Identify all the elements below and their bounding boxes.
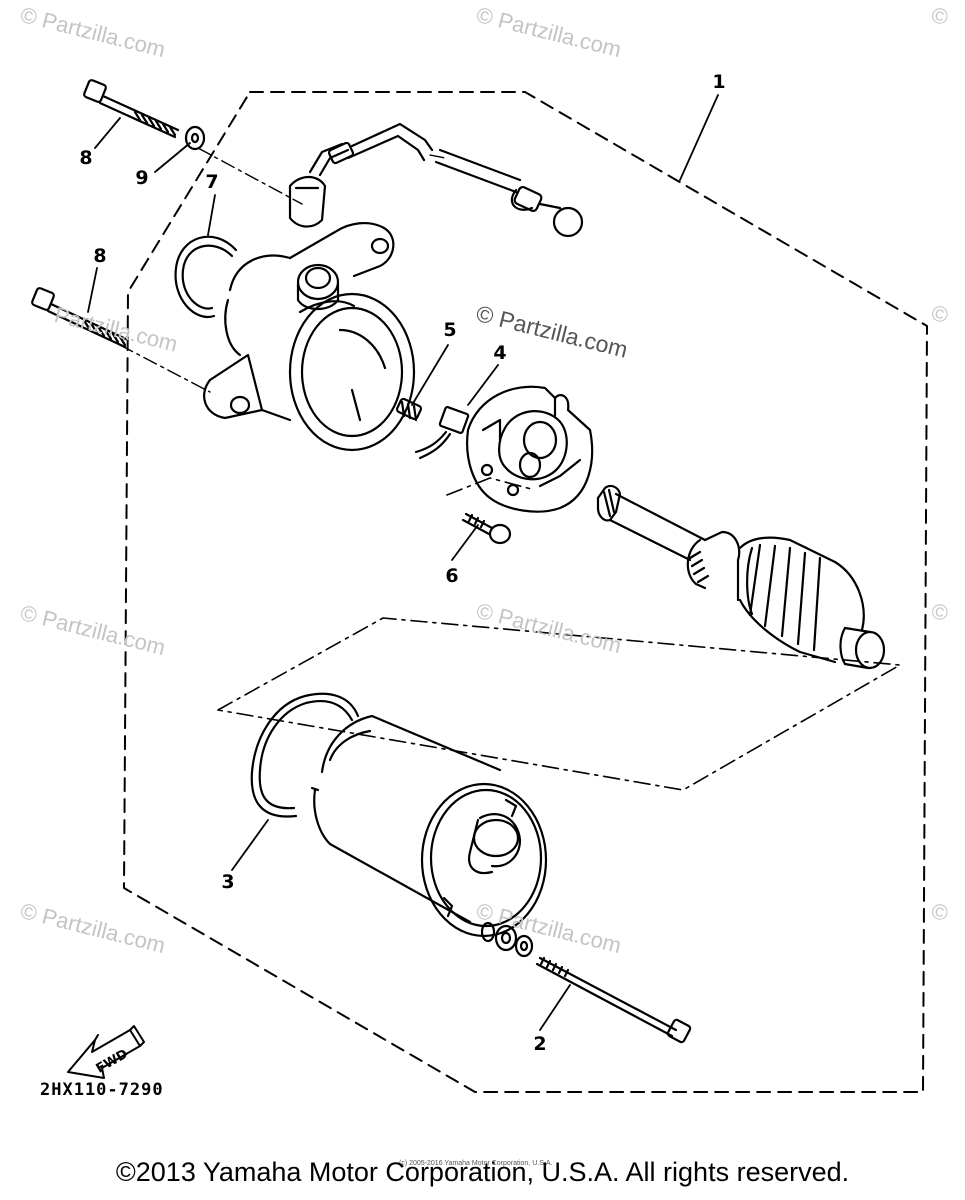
callout-7: 7 (205, 171, 219, 193)
washers-bolt-2 (480, 921, 534, 958)
callout-1: 1 (712, 71, 726, 93)
fwd-label: FWD (94, 1047, 131, 1077)
screw-6 (461, 512, 512, 545)
callout-5: 5 (443, 319, 457, 341)
callout-2: 2 (533, 1033, 547, 1055)
fwd-arrow-icon (67, 1025, 145, 1079)
yoke-motor-body (310, 714, 548, 938)
callout-3: 3 (221, 871, 235, 893)
armature (596, 484, 886, 670)
callout-6: 6 (445, 565, 459, 587)
o-ring-3 (250, 692, 360, 818)
bolt-8-top (83, 79, 180, 139)
assembly-boundary-dashed (123, 91, 928, 1093)
callout-9: 9 (135, 167, 149, 189)
brush-holder-plate (466, 385, 594, 513)
terminal-lead-wire (288, 122, 584, 238)
bolt-2 (535, 956, 692, 1044)
armature-boundary-dashdot (217, 477, 901, 791)
callout-8-lower: 8 (93, 245, 107, 267)
callout-4: 4 (493, 342, 507, 364)
o-ring-7 (174, 235, 238, 319)
leader-lines (87, 94, 719, 1031)
front-cover-housing (203, 222, 416, 452)
diagram-part-code: 2HX110-7290 (40, 1080, 164, 1100)
spring-5 (395, 397, 423, 422)
brush-4 (414, 405, 470, 460)
copyright-notice: ©2013 Yamaha Motor Corporation, U.S.A. A… (115, 1157, 850, 1187)
alignment-lines (119, 147, 446, 393)
callout-8-top: 8 (79, 147, 93, 169)
bolt-8-lower (31, 287, 130, 349)
washer-9 (184, 125, 206, 151)
tiny-copyright-notice: (c) 2005-2016 Yamaha Motor Corporation, … (399, 1160, 553, 1167)
